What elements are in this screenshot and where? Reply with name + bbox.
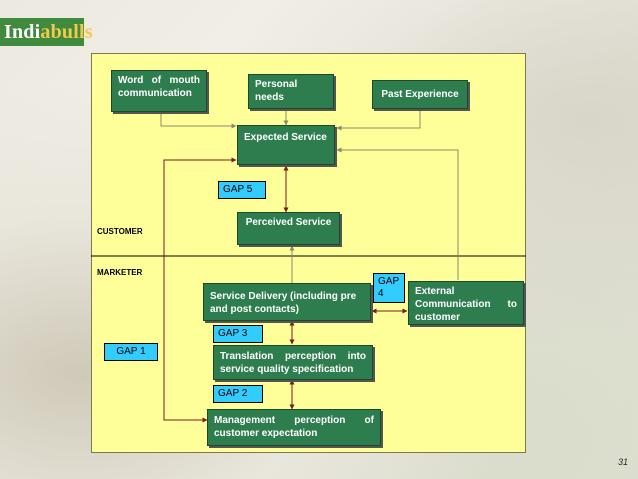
customer-label: CUSTOMER [97, 227, 143, 236]
gap2-label: GAP 2 [213, 385, 263, 403]
perceived-service-box: Perceived Service [237, 212, 340, 245]
word-of-mouth-box: Word of mouth communication [111, 70, 207, 112]
gap5-label: GAP 5 [218, 181, 266, 199]
past-experience-connector [336, 109, 421, 131]
management-perception-box: Management perception of customer expect… [207, 409, 381, 446]
personal-needs-box: Personal needs [248, 74, 334, 109]
translation-box: Translation perception into service qual… [213, 345, 373, 380]
expected-service-box: Expected Service [237, 125, 335, 165]
external-to-expected-connector [336, 147, 459, 280]
marketer-label: MARKETER [97, 268, 143, 277]
word-of-mouth-connector [160, 112, 237, 129]
gap4-label: GAP 4 [373, 273, 405, 303]
company-logo: Indiabulls [0, 18, 93, 46]
gap1-arrow [163, 157, 237, 423]
past-experience-box: Past Experience [372, 80, 468, 109]
page-number: 31 [617, 457, 628, 467]
external-communication-box: External Communication to customer [408, 281, 524, 325]
gap1-label: GAP 1 [104, 343, 158, 361]
gap3-label: GAP 3 [213, 325, 263, 343]
service-delivery-box: Service Delivery (including pre and post… [203, 283, 371, 321]
